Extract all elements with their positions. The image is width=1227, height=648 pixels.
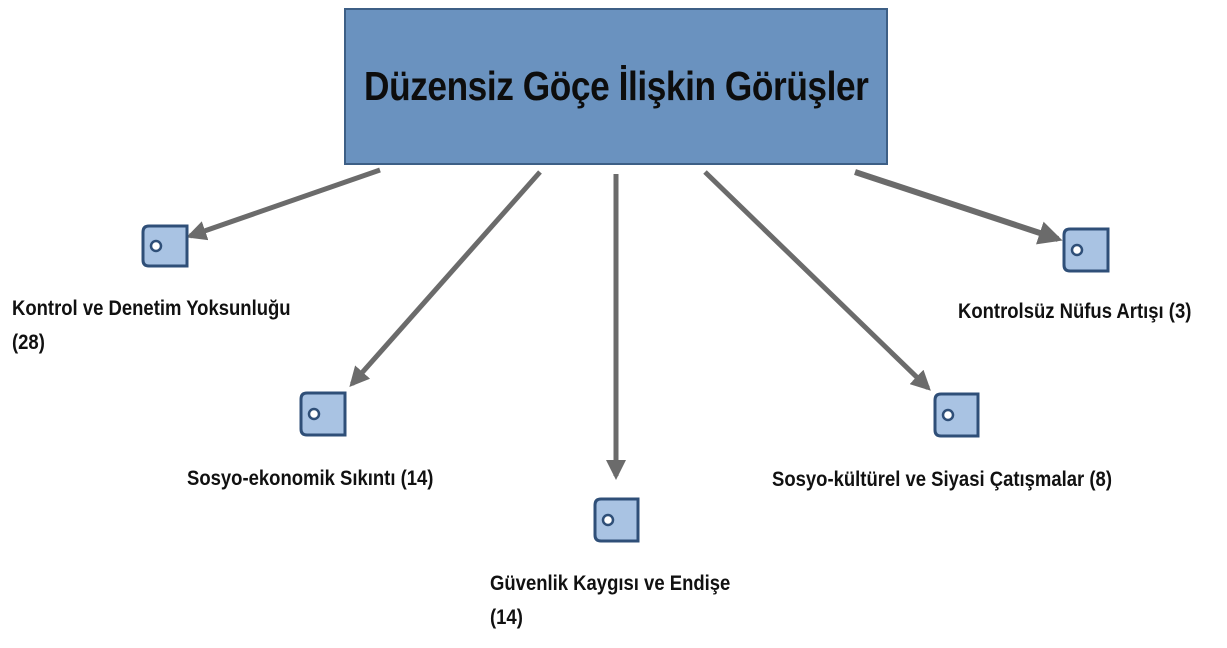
code-tag-icon xyxy=(1062,227,1110,273)
arrow-to-kontrol xyxy=(186,167,381,241)
node-label-line: Sosyo-ekonomik Sıkıntı (14) xyxy=(187,467,434,490)
node-label-line: Güvenlik Kaygısı ve Endişe xyxy=(490,572,731,595)
node-label-sosyo-kulturel: Sosyo-kültürel ve Siyasi Çatışmalar (8) xyxy=(772,463,1112,497)
node-label-nufus: Kontrolsüz Nüfus Artışı (3) xyxy=(958,295,1191,329)
root-title: Düzensiz Göçe İlişkin Görüşler xyxy=(363,63,869,109)
arrow-to-nufus xyxy=(854,169,1063,245)
node-label-sosyo-ekonomik: Sosyo-ekonomik Sıkıntı (14) xyxy=(187,462,433,496)
node-label-line: Kontrolsüz Nüfus Artışı (3) xyxy=(958,300,1192,323)
code-tag-icon xyxy=(593,497,640,543)
code-tag-icon xyxy=(141,224,189,268)
code-tag-icon xyxy=(933,392,980,438)
node-label-line: Kontrol ve Denetim Yoksunluğu xyxy=(12,297,291,320)
code-tag-icon xyxy=(299,391,347,437)
node-label-line: (28) xyxy=(12,331,45,354)
root-node: Düzensiz Göçe İlişkin Görüşler xyxy=(344,8,888,165)
node-label-kontrol: Kontrol ve Denetim Yoksunluğu (28) xyxy=(12,292,291,360)
node-label-line: (14) xyxy=(490,606,523,629)
arrow-to-sosyo-ekonomik xyxy=(349,170,542,387)
arrow-to-sosyo-kulturel xyxy=(703,170,931,391)
node-label-line: Sosyo-kültürel ve Siyasi Çatışmalar (8) xyxy=(772,468,1112,491)
node-label-guvenlik: Güvenlik Kaygısı ve Endişe (14) xyxy=(490,567,730,635)
